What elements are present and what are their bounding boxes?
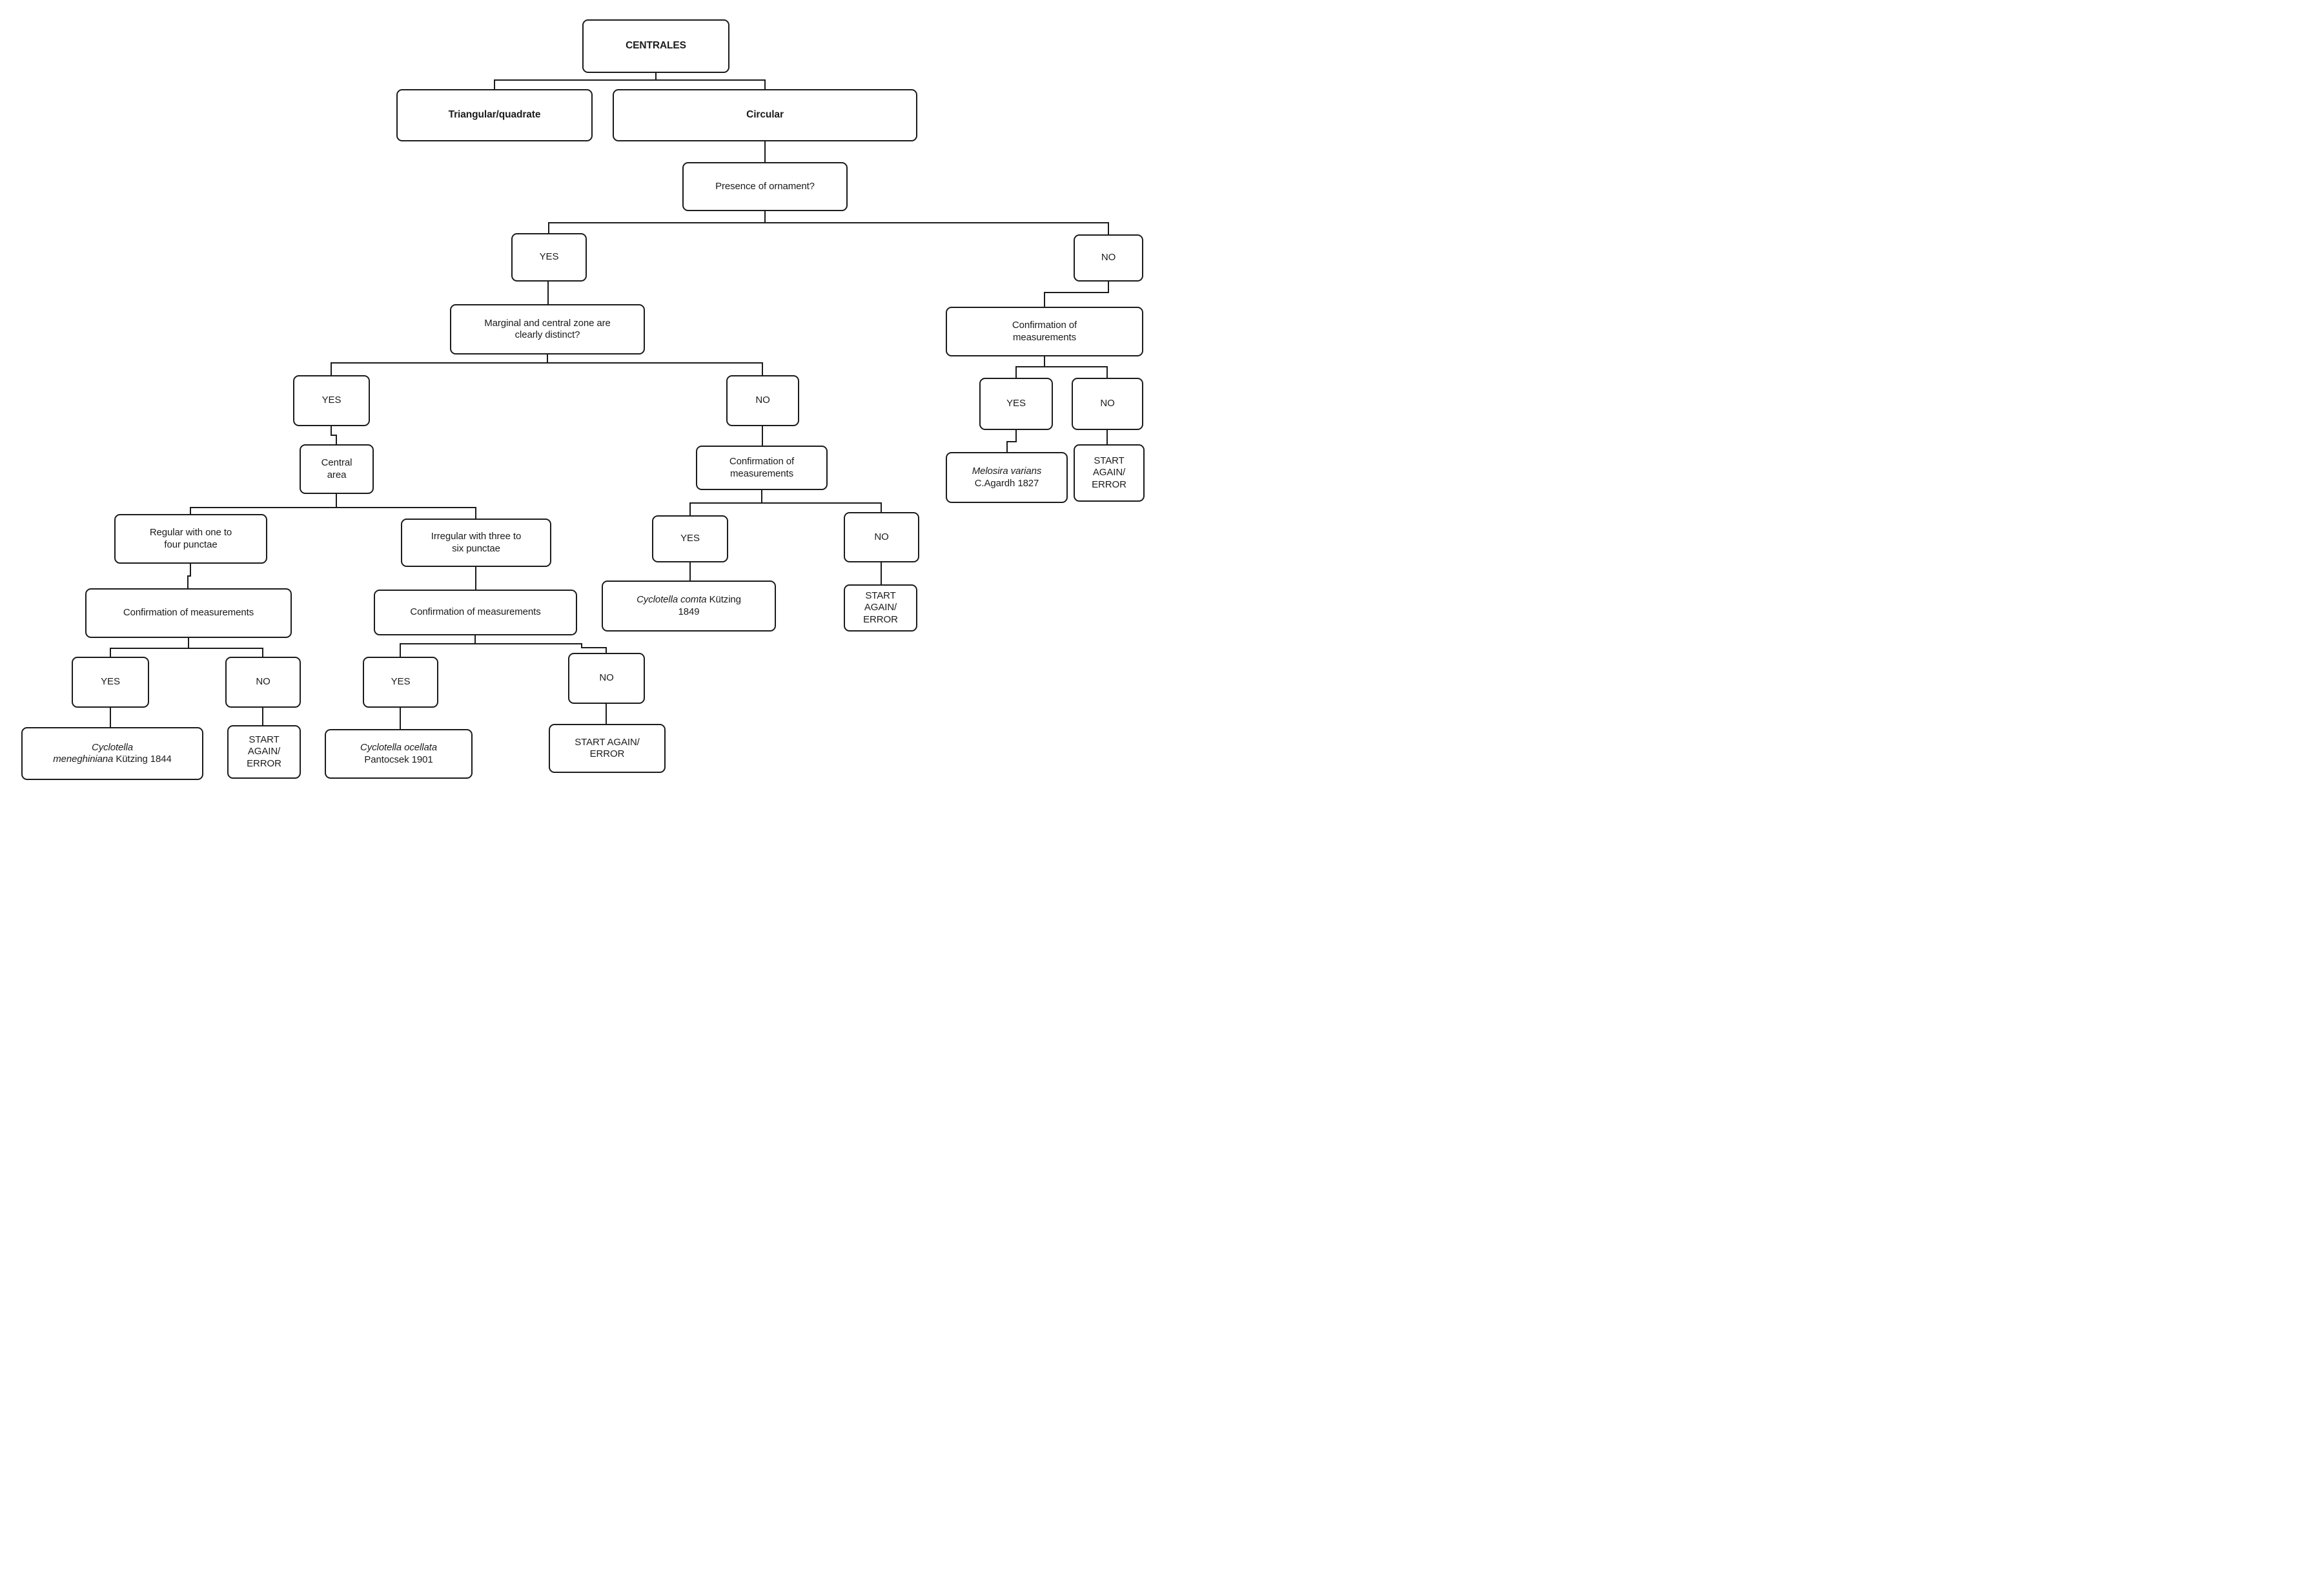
node-no-distinct: NO (726, 375, 799, 426)
node-centrales: CENTRALES (582, 19, 729, 73)
node-label: YES (539, 251, 559, 263)
flowchart-canvas: CENTRALES Triangular/quadrate Circular P… (0, 0, 1162, 786)
node-no-confirm-no-distinct: NO (844, 512, 919, 562)
node-label: Confirmation of (729, 456, 795, 468)
connector (1044, 282, 1109, 307)
node-label: Melosira varians (972, 466, 1042, 477)
node-confirmation-no-ornament: Confirmation of measurements (946, 307, 1143, 356)
node-yes-confirm-regular: YES (72, 657, 149, 708)
node-label: NO (1101, 252, 1116, 263)
node-presence-of-ornament: Presence of ornament? (682, 162, 848, 211)
node-label: Kützing 1844 (113, 754, 172, 765)
node-regular-punctae: Regular with one to four punctae (114, 514, 267, 564)
node-irregular-punctae: Irregular with three to six punctae (401, 519, 551, 567)
node-no-ornament: NO (1074, 234, 1143, 282)
node-confirmation-regular: Confirmation of measurements (85, 588, 292, 638)
node-label: Cyclotella ocellata (360, 742, 437, 754)
node-start-again-no-distinct: START AGAIN/ ERROR (844, 584, 917, 632)
node-no-confirm-no-ornament: NO (1072, 378, 1143, 430)
connector (1015, 366, 1108, 378)
node-label: meneghiniana (53, 754, 114, 765)
node-label: ERROR (1092, 478, 1126, 490)
node-no-confirm-regular: NO (225, 657, 301, 708)
node-central-area: Central area (300, 444, 374, 494)
node-label: YES (101, 676, 120, 688)
connector (689, 502, 882, 515)
node-start-again-irregular: START AGAIN/ ERROR (549, 724, 666, 773)
node-label: Central (321, 457, 352, 469)
node-label: START (865, 590, 896, 602)
node-label: area (327, 469, 347, 480)
node-label: NO (1100, 398, 1115, 409)
node-label: measurements (1012, 331, 1076, 343)
node-label: Triangular/quadrate (448, 109, 541, 121)
connector (1006, 430, 1017, 452)
node-yes-distinct: YES (293, 375, 370, 426)
node-label: ERROR (589, 748, 625, 759)
connector-lines (110, 73, 1109, 729)
connector (548, 222, 1109, 234)
connector (110, 648, 263, 657)
node-label: AGAIN/ (864, 602, 897, 613)
node-label: four punctae (164, 539, 218, 550)
node-label: Presence of ornament? (715, 180, 815, 192)
node-label: YES (680, 533, 700, 544)
node-label: NO (599, 672, 614, 684)
connector (187, 564, 191, 588)
node-cyclotella-meneghiniana: Cyclotella meneghiniana Kützing 1844 (21, 727, 203, 780)
connector (494, 79, 766, 89)
node-label: clearly distinct? (515, 329, 580, 340)
node-label: START (249, 734, 280, 746)
node-label: 1849 (678, 606, 700, 617)
node-label: Cyclotella (91, 741, 134, 753)
node-label: YES (1006, 398, 1026, 409)
node-circular: Circular (613, 89, 917, 141)
node-label: Confirmation of (1012, 320, 1077, 331)
node-yes-ornament: YES (511, 233, 587, 282)
node-label: YES (321, 395, 341, 406)
connector (331, 362, 763, 375)
node-triangular-quadrate: Triangular/quadrate (396, 89, 593, 141)
node-label: C.Agardh 1827 (974, 477, 1039, 489)
node-yes-confirm-no-ornament: YES (979, 378, 1053, 430)
node-label: Confirmation of measurements (123, 607, 254, 619)
node-label: Marginal and central zone are (484, 317, 611, 329)
node-label: NO (256, 676, 270, 688)
node-cyclotella-comta: Cyclotella comta Kützing 1849 (602, 581, 776, 632)
node-label: Cyclotella comta (637, 594, 707, 606)
node-label: AGAIN/ (1092, 467, 1126, 478)
node-label: NO (755, 395, 770, 406)
node-cyclotella-ocellata: Cyclotella ocellata Pantocsek 1901 (325, 729, 473, 779)
node-no-confirm-irregular: NO (568, 653, 645, 704)
node-label: YES (391, 676, 411, 688)
connector (190, 507, 476, 519)
node-start-again-no-ornament: START AGAIN/ ERROR (1074, 444, 1145, 502)
node-marginal-central-distinct: Marginal and central zone are clearly di… (450, 304, 645, 355)
node-label: Irregular with three to (431, 531, 522, 542)
node-yes-confirm-irregular: YES (363, 657, 438, 708)
node-label: START AGAIN/ (575, 736, 640, 748)
node-label: Confirmation of measurements (410, 606, 541, 618)
node-yes-confirm-no-distinct: YES (652, 515, 728, 562)
node-label: START (1094, 455, 1125, 467)
connector (331, 426, 337, 444)
node-label: six punctae (452, 542, 500, 554)
node-confirmation-no-distinct: Confirmation of measurements (696, 446, 828, 490)
node-start-again-regular: START AGAIN/ ERROR (227, 725, 301, 779)
node-label: Regular with one to (149, 527, 232, 539)
node-label: ERROR (863, 613, 898, 625)
node-label: AGAIN/ (247, 746, 281, 757)
node-melosira-varians: Melosira varians C.Agardh 1827 (946, 452, 1068, 503)
node-label: Kützing (706, 594, 741, 606)
node-label: NO (874, 531, 889, 542)
node-confirmation-irregular: Confirmation of measurements (374, 590, 577, 635)
node-label: ERROR (247, 757, 281, 769)
node-label: measurements (729, 468, 793, 479)
connector (400, 643, 607, 657)
node-label: CENTRALES (626, 40, 686, 52)
node-label: Circular (746, 109, 784, 121)
node-label: Pantocsek 1901 (364, 754, 433, 765)
